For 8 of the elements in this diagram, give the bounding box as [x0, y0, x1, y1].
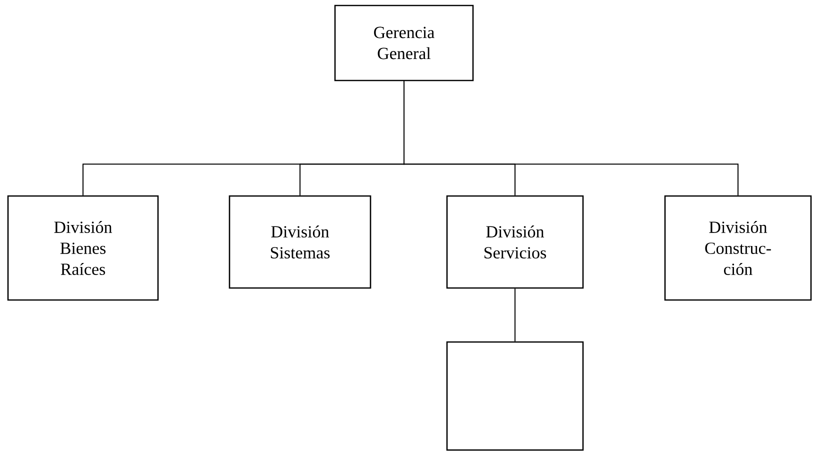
org-box: División Bienes Raíces	[7, 195, 159, 301]
connector-line	[404, 80, 738, 196]
connector-line	[514, 288, 516, 342]
org-box: División Sistemas	[228, 195, 372, 289]
org-box: División Servicios	[446, 195, 584, 289]
org-box: División Construc-ción	[664, 195, 812, 301]
empty-box	[446, 341, 584, 451]
org-box: Gerencia General	[334, 4, 474, 82]
